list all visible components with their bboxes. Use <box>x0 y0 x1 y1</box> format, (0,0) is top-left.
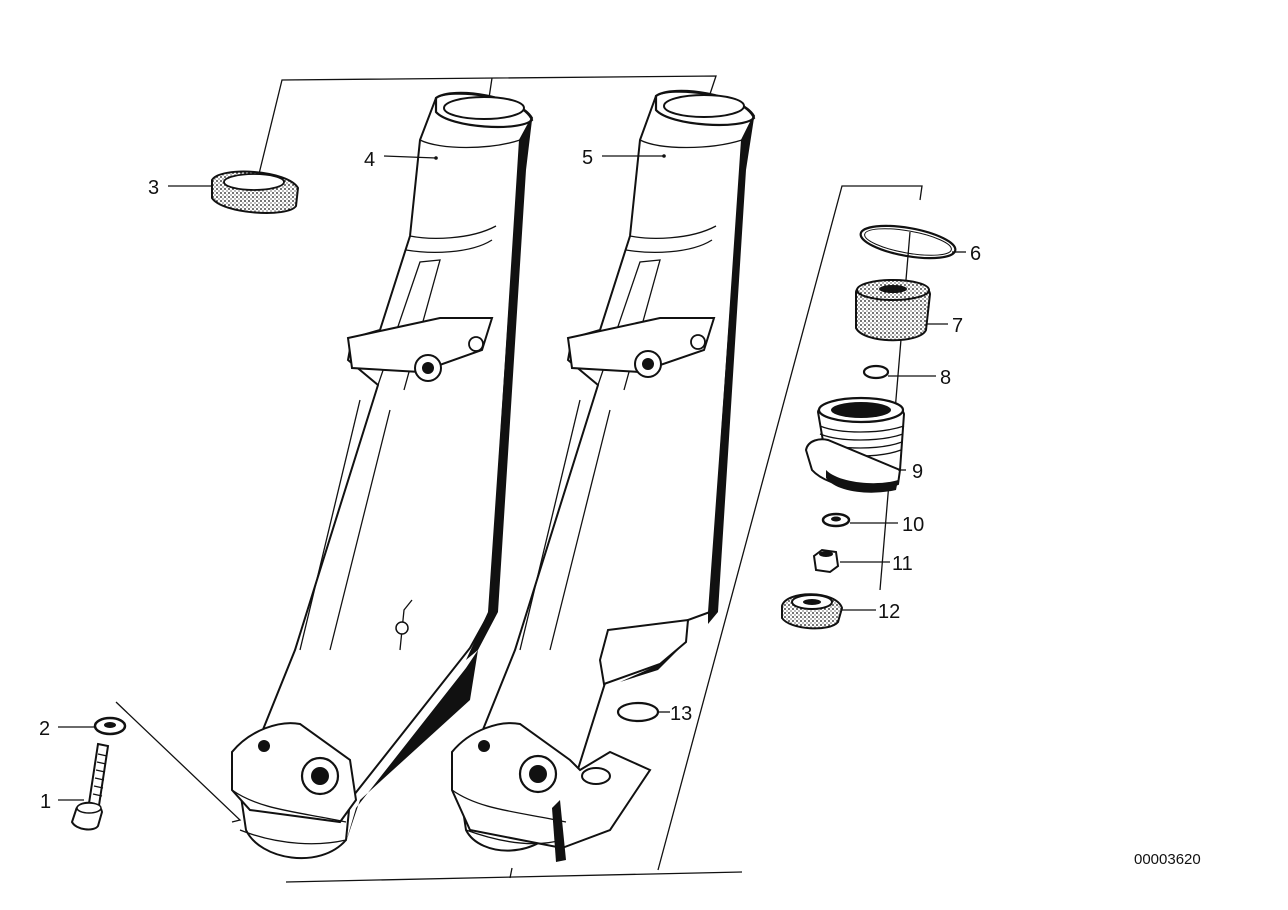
callout-6: 6 <box>970 243 981 265</box>
callout-7: 7 <box>952 315 963 337</box>
left-slider-tube <box>230 91 534 860</box>
shaft-seal <box>211 170 300 214</box>
washer <box>93 716 127 736</box>
callout-4: 4 <box>364 149 375 171</box>
o-ring <box>859 224 957 260</box>
callout-10: 10 <box>902 514 924 536</box>
callout-2: 2 <box>39 718 50 740</box>
callout-13: 13 <box>670 703 692 725</box>
right-slider-tube <box>450 89 756 862</box>
small-ring <box>862 364 890 380</box>
o-ring <box>616 701 660 723</box>
washer <box>821 512 851 528</box>
callout-9: 9 <box>912 461 923 483</box>
reference-number: 00003620 <box>1134 851 1201 868</box>
callout-1: 1 <box>40 791 51 813</box>
callout-5: 5 <box>582 147 593 169</box>
callout-12: 12 <box>878 601 900 623</box>
bolt <box>70 742 110 831</box>
hex-nut <box>812 548 840 574</box>
callout-11: 11 <box>892 553 913 575</box>
threaded-cap <box>804 396 906 493</box>
leader-lines <box>58 154 966 801</box>
dust-cap <box>781 593 844 630</box>
callout-8: 8 <box>940 367 951 389</box>
rubber-bushing <box>855 279 932 342</box>
callout-3: 3 <box>148 177 159 199</box>
callout-labels: 1 2 3 4 5 6 7 8 9 10 11 12 13 <box>39 147 981 813</box>
